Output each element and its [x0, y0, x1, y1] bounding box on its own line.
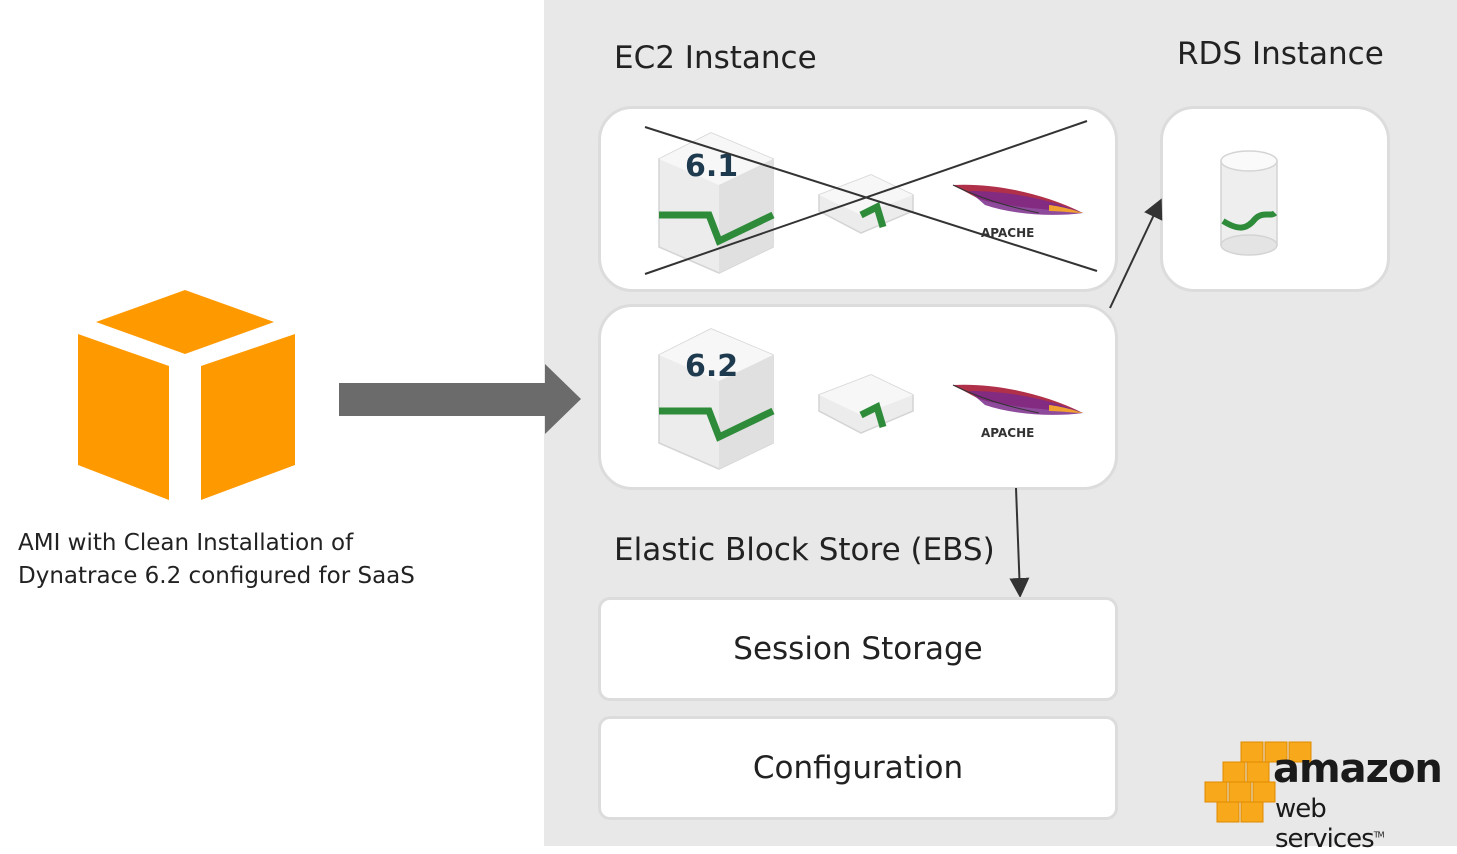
apache-label: APACHE	[981, 426, 1034, 440]
apache-label: APACHE	[981, 226, 1034, 240]
server-icon	[658, 328, 775, 470]
ami-caption-line1: AMI with Clean Installation of	[18, 530, 354, 556]
ebs-session-storage: Session Storage	[598, 597, 1118, 701]
aws-amazon-text: amazon	[1273, 746, 1443, 792]
rds-heading: RDS Instance	[1177, 36, 1384, 72]
database-cylinder-icon	[1220, 150, 1278, 256]
ec2-heading: EC2 Instance	[614, 40, 817, 76]
ec2-instance-old: 6.1 APACHE	[598, 106, 1118, 292]
ami-box-icon	[78, 290, 295, 500]
ami-caption-line2: Dynatrace 6.2 configured for SaaS	[18, 563, 415, 589]
aws-logo: amazon web servicesTM	[1203, 740, 1443, 854]
ec2-instance-new: 6.2 APACHE	[598, 304, 1118, 490]
ebs-configuration: Configuration	[598, 716, 1118, 820]
ebs-heading: Elastic Block Store (EBS)	[614, 532, 995, 568]
aws-webservices-text: web servicesTM	[1275, 794, 1439, 854]
ami-caption: AMI with Clean Installation of Dynatrace…	[18, 527, 415, 593]
rds-instance	[1160, 106, 1390, 292]
agent-icon	[818, 374, 914, 434]
aws-cubes-icon	[1204, 741, 1312, 823]
aws-sub-text: web services	[1275, 794, 1375, 854]
apache-feather-icon: APACHE	[952, 384, 1083, 440]
cross-out-mark	[644, 120, 1098, 275]
deploy-arrow	[339, 364, 581, 434]
aws-tm: TM	[1373, 830, 1385, 840]
apache-feather-icon: APACHE	[952, 184, 1083, 240]
new-version-label: 6.2	[685, 349, 739, 384]
